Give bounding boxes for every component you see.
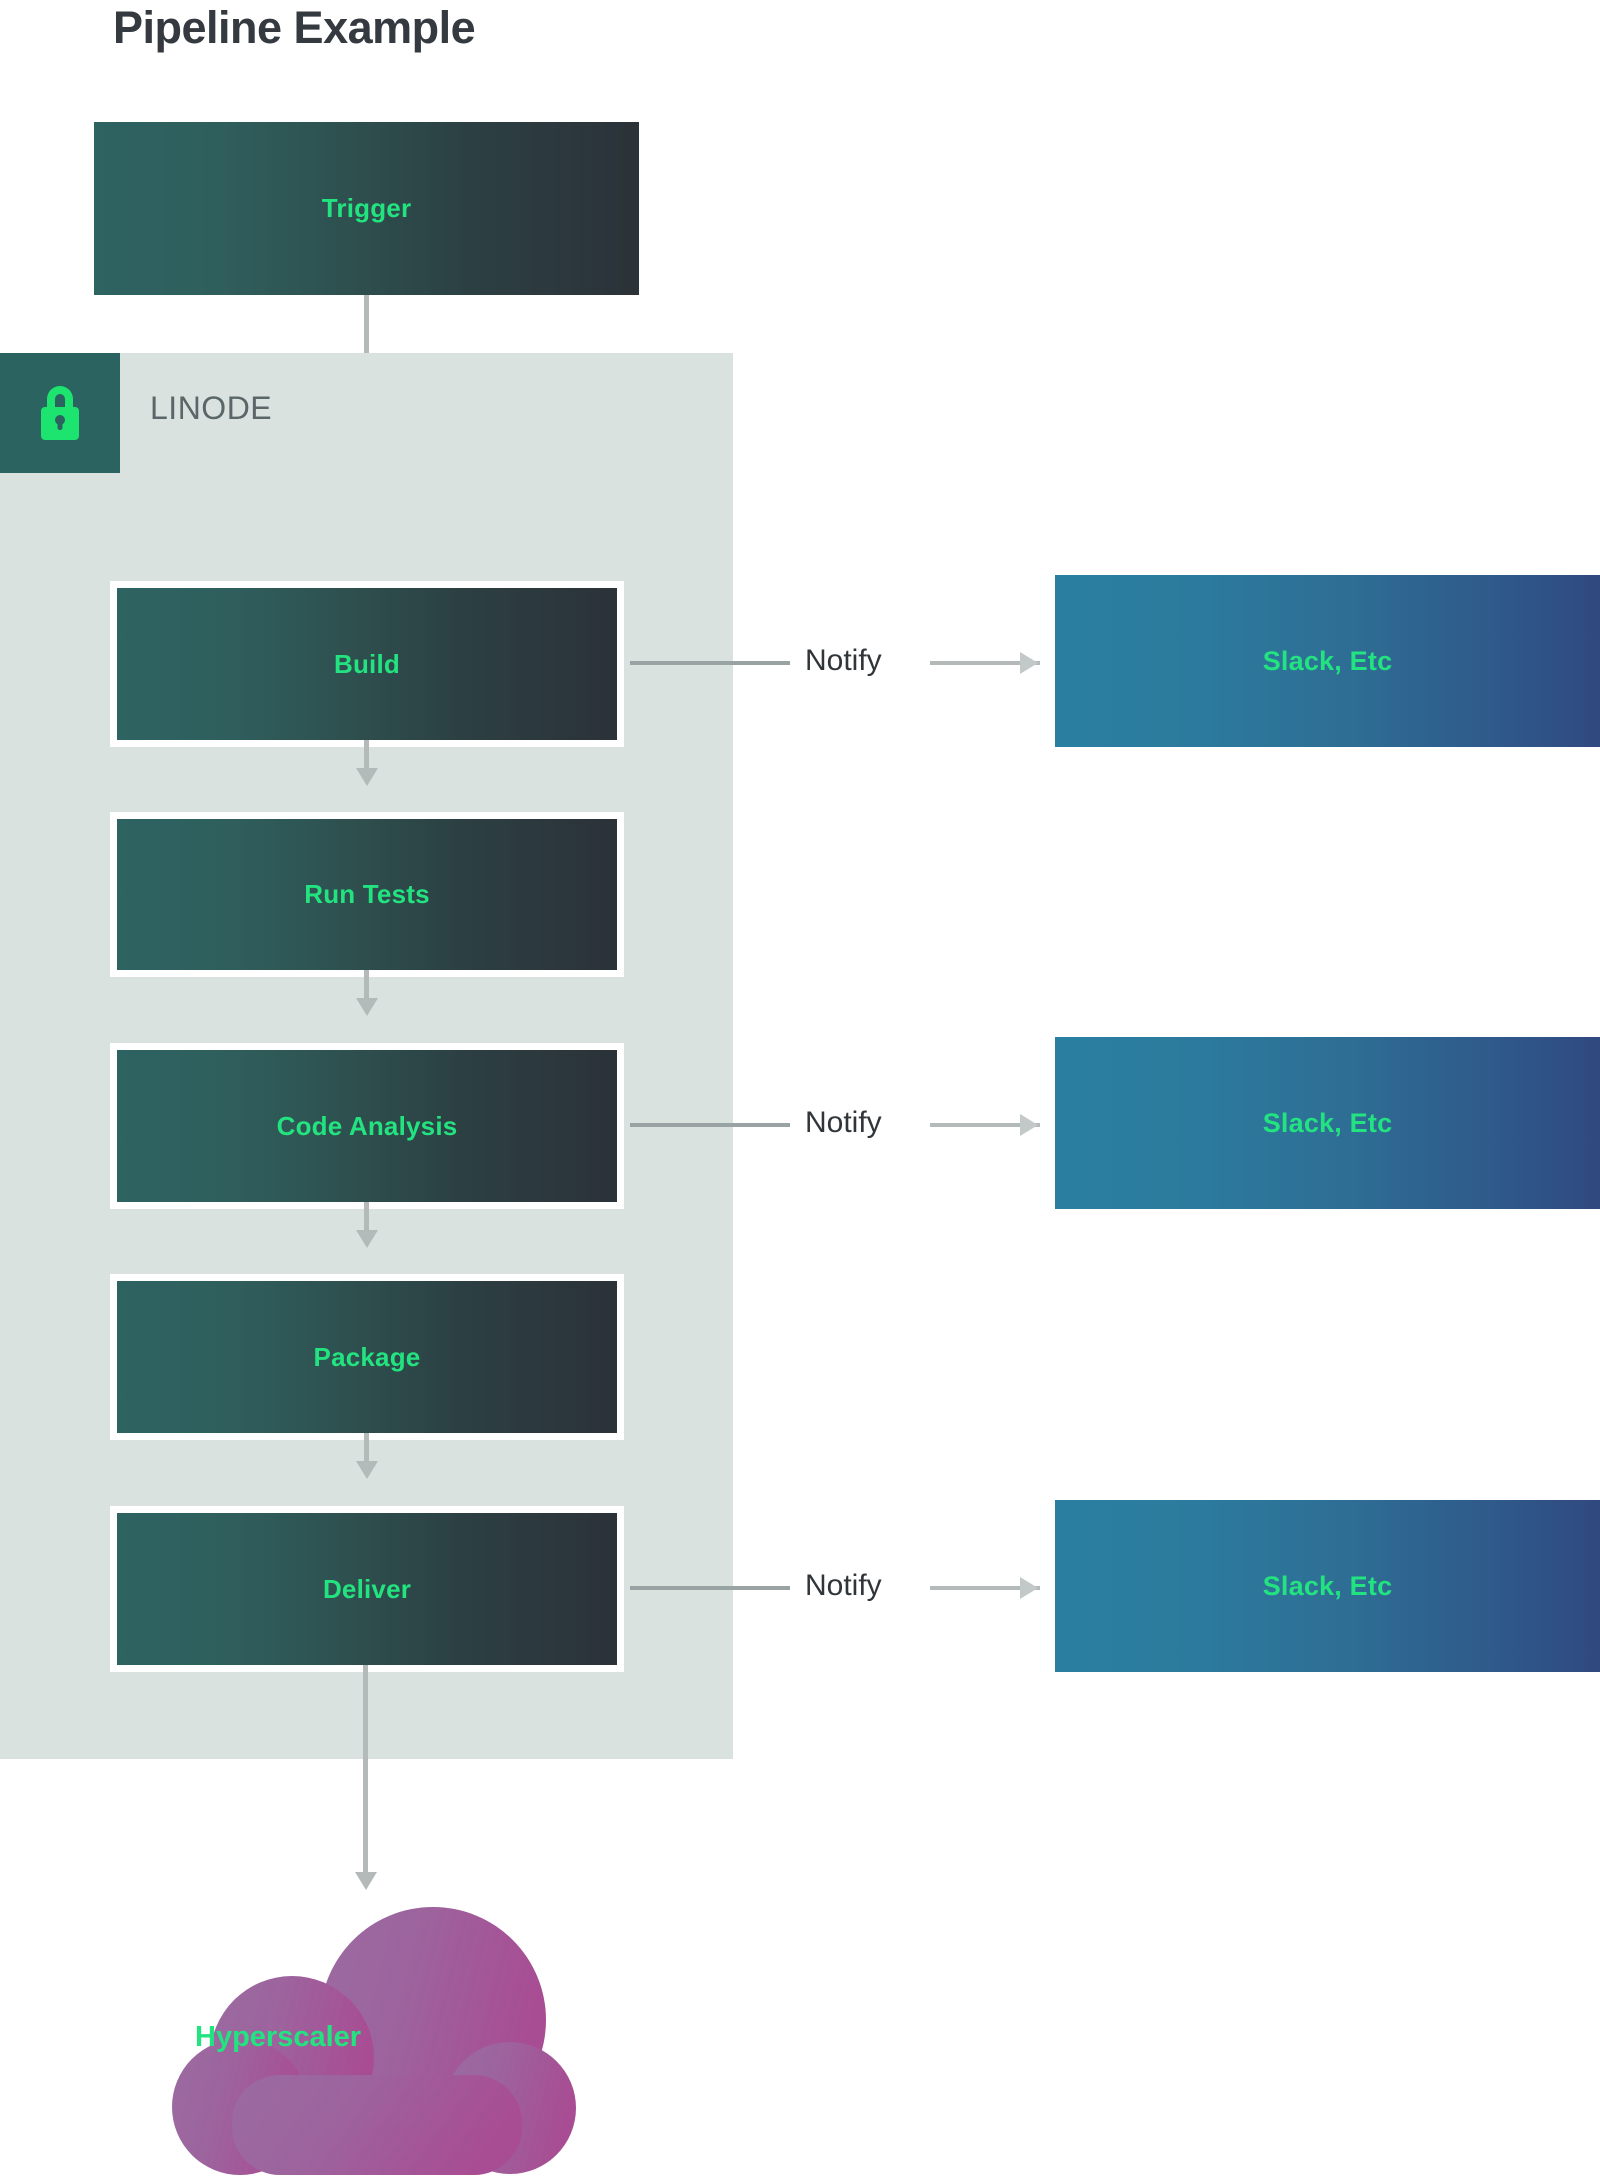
notify-label-3: Notify bbox=[805, 1569, 882, 1602]
trigger-box[interactable]: Trigger bbox=[94, 122, 639, 295]
connector-package-to-deliver-arrowhead bbox=[356, 1461, 378, 1479]
connector-runtests-to-codeanalysis bbox=[364, 970, 369, 1008]
linode-zone-title: LINODE bbox=[150, 390, 273, 426]
notify-target-1-label: Slack, Etc bbox=[1262, 645, 1393, 676]
notify-line-1-right bbox=[930, 661, 1040, 665]
notify-line-3-left bbox=[630, 1586, 790, 1590]
stage-build-label: Build bbox=[334, 648, 400, 679]
stage-code-analysis-label: Code Analysis bbox=[276, 1110, 458, 1141]
trigger-label: Trigger bbox=[321, 193, 412, 223]
connector-build-to-runtests-arrowhead bbox=[356, 768, 378, 786]
hyperscaler-cloud[interactable]: Hyperscaler bbox=[140, 1900, 585, 2177]
connector-deliver-to-cloud-arrowhead bbox=[355, 1872, 377, 1890]
connector-codeanalysis-to-package bbox=[364, 1202, 369, 1240]
page-title: Pipeline Example bbox=[113, 2, 476, 53]
stage-build[interactable]: Build bbox=[117, 588, 617, 740]
notify-line-1-left bbox=[630, 661, 790, 665]
notify-target-3[interactable]: Slack, Etc bbox=[1055, 1500, 1600, 1672]
notify-target-2[interactable]: Slack, Etc bbox=[1055, 1037, 1600, 1209]
connector-runtests-to-codeanalysis-arrowhead bbox=[356, 998, 378, 1016]
notify-label-2: Notify bbox=[805, 1106, 882, 1139]
notify-target-3-label: Slack, Etc bbox=[1262, 1570, 1393, 1601]
notify-arrowhead-3 bbox=[1020, 1577, 1038, 1599]
notify-label-1: Notify bbox=[805, 644, 882, 677]
hyperscaler-label: Hyperscaler bbox=[195, 2021, 362, 2053]
stage-deliver-label: Deliver bbox=[322, 1573, 412, 1604]
cloud-shape bbox=[172, 1907, 576, 2175]
notify-arrowhead-1 bbox=[1020, 652, 1038, 674]
notify-line-2-left bbox=[630, 1123, 790, 1127]
stage-code-analysis[interactable]: Code Analysis bbox=[117, 1050, 617, 1202]
stage-package-label: Package bbox=[313, 1341, 421, 1372]
connector-build-to-runtests bbox=[364, 740, 369, 778]
stage-deliver[interactable]: Deliver bbox=[117, 1513, 617, 1665]
linode-zone-tab bbox=[0, 353, 120, 473]
notify-target-2-label: Slack, Etc bbox=[1262, 1107, 1393, 1138]
stage-run-tests-label: Run Tests bbox=[304, 879, 430, 909]
stage-package[interactable]: Package bbox=[117, 1281, 617, 1433]
stage-run-tests[interactable]: Run Tests bbox=[117, 819, 617, 970]
lock-icon bbox=[41, 386, 79, 440]
notify-target-1[interactable]: Slack, Etc bbox=[1055, 575, 1600, 747]
connector-codeanalysis-to-package-arrowhead bbox=[356, 1230, 378, 1248]
connector-deliver-to-cloud bbox=[363, 1665, 368, 1878]
connector-package-to-deliver bbox=[364, 1433, 369, 1471]
notify-arrowhead-2 bbox=[1020, 1114, 1038, 1136]
notify-line-2-right bbox=[930, 1123, 1040, 1127]
notify-line-3-right bbox=[930, 1586, 1040, 1590]
